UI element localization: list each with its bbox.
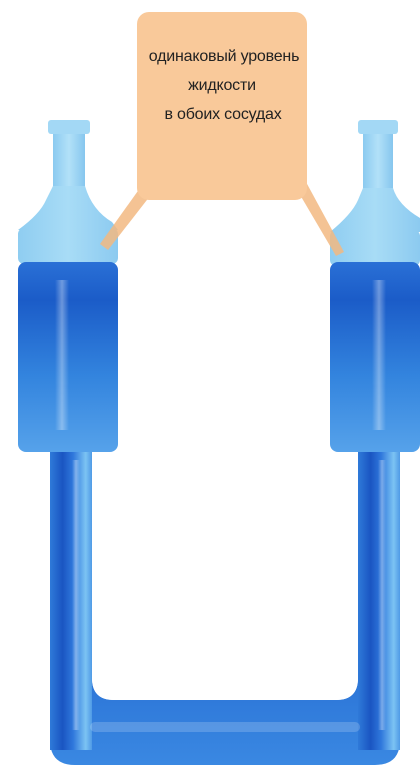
u-tube-inner bbox=[92, 450, 358, 700]
bottom-tube-highlight bbox=[90, 722, 360, 732]
callout-line-1: одинаковый уровень bbox=[137, 42, 307, 71]
right-vessel-lip bbox=[358, 120, 398, 134]
left-vessel-shine bbox=[55, 280, 69, 430]
left-vessel-shoulder bbox=[18, 186, 118, 230]
left-vessel bbox=[18, 120, 118, 452]
left-tube-shine bbox=[72, 460, 80, 730]
right-vessel-shine bbox=[372, 280, 386, 430]
right-tube-shine bbox=[378, 460, 386, 730]
right-vessel-neck bbox=[363, 128, 393, 190]
right-vessel-glass bbox=[330, 230, 420, 266]
left-tube bbox=[50, 450, 92, 750]
callout-line-2: жидкости bbox=[137, 71, 307, 100]
left-vessel-lip bbox=[48, 120, 90, 134]
callout-line-3: в обоих сосудах bbox=[137, 100, 307, 129]
callout-box: одинаковый уровень жидкости в обоих сосу… bbox=[137, 12, 307, 200]
right-vessel bbox=[330, 120, 420, 452]
left-vessel-neck bbox=[53, 128, 85, 188]
right-vessel-shoulder bbox=[330, 188, 420, 232]
u-tube bbox=[50, 450, 400, 765]
